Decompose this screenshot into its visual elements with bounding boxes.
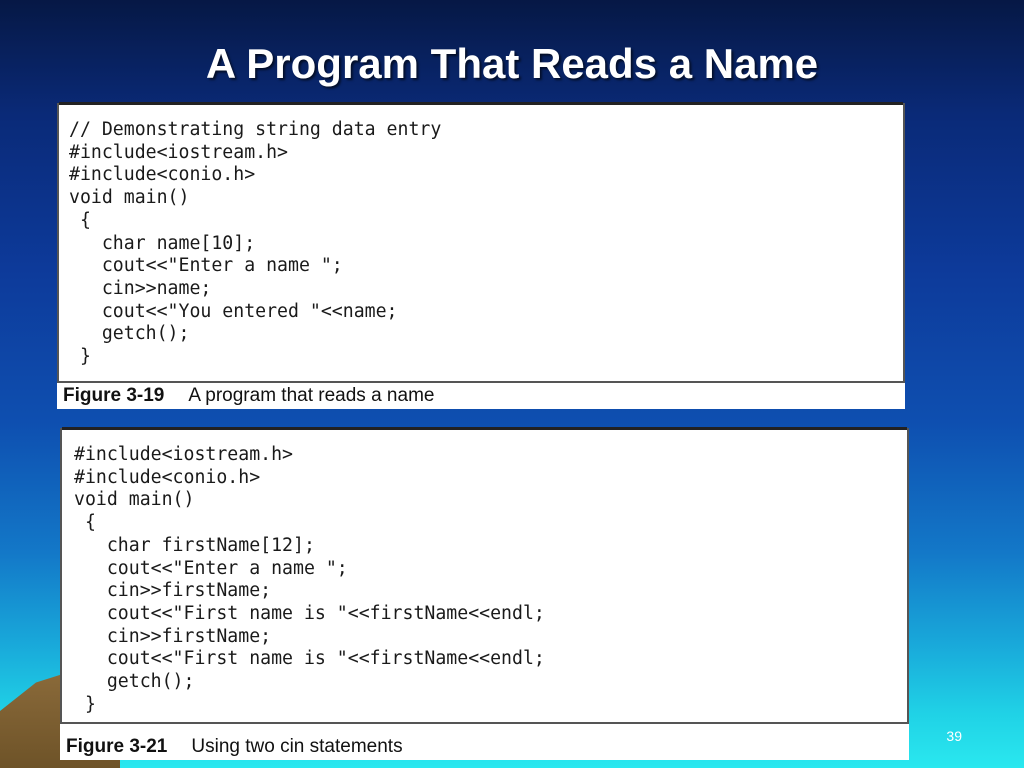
figure-3-19: // Demonstrating string data entry #incl… bbox=[57, 102, 905, 409]
figure-number: Figure 3-19 bbox=[63, 385, 165, 406]
figure-top-rule bbox=[62, 427, 907, 430]
slide-title: A Program That Reads a Name bbox=[205, 40, 819, 87]
slide-number: 39 bbox=[946, 728, 962, 744]
figure-caption-text: Using two cin statements bbox=[191, 736, 403, 757]
figure-caption: Figure 3-19 A program that reads a name bbox=[63, 385, 434, 407]
figure-number: Figure 3-21 bbox=[66, 736, 168, 757]
code-listing: #include<iostream.h> #include<conio.h> v… bbox=[74, 444, 545, 715]
code-listing: // Demonstrating string data entry #incl… bbox=[69, 119, 442, 368]
code-listing-box: #include<iostream.h> #include<conio.h> v… bbox=[60, 427, 909, 724]
code-listing-box: // Demonstrating string data entry #incl… bbox=[57, 102, 905, 383]
figure-caption-text: A program that reads a name bbox=[188, 385, 435, 406]
figure-3-21: #include<iostream.h> #include<conio.h> v… bbox=[60, 427, 909, 760]
figure-caption: Figure 3-21 Using two cin statements bbox=[66, 736, 403, 758]
figure-top-rule bbox=[59, 102, 903, 105]
